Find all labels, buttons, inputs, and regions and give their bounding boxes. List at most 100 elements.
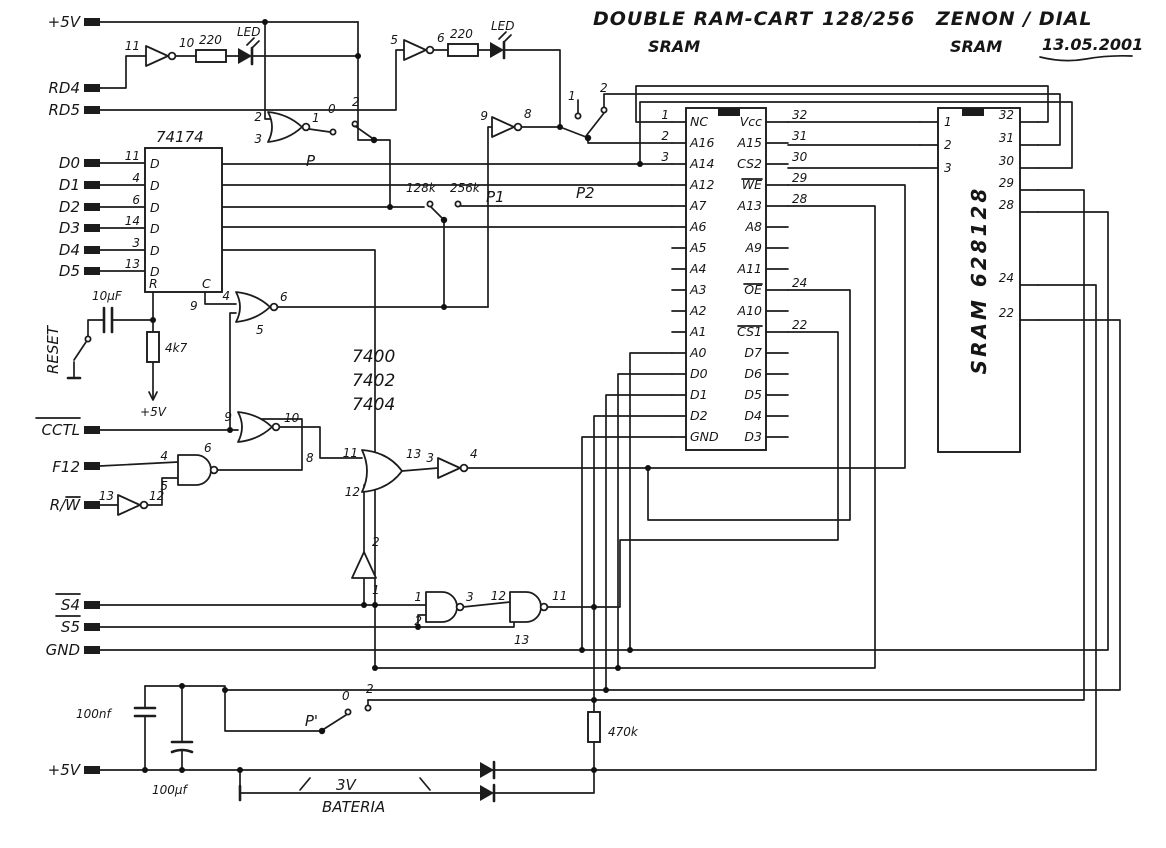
signal-5v-bottom: +5V <box>48 761 82 779</box>
gate-rc-out-pin: 6 <box>280 290 288 304</box>
ram-row-l: A7 <box>689 198 707 213</box>
nand1-out-pin: 3 <box>466 590 474 604</box>
ram-row-r: D3 <box>744 429 762 444</box>
resistor-220b <box>447 43 479 57</box>
ram-row-r: WE <box>742 177 762 192</box>
signal-reset: RESET <box>44 324 62 374</box>
ram-row-r: CS1 <box>737 324 762 339</box>
junction-dots <box>142 19 651 773</box>
switch-pprime-pos0: 0 <box>342 689 350 703</box>
battery-label: BATERIA <box>322 798 385 816</box>
ram-row-r: A11 <box>737 261 762 276</box>
ram-row-l: GND <box>690 429 719 444</box>
inverter-1 <box>145 45 177 67</box>
capacitor-100uf-label: 100µf <box>152 783 189 797</box>
gate-cctl-in-pin: 9 <box>224 410 232 424</box>
inverter-2 <box>403 39 435 61</box>
nand2-out-pin: 11 <box>552 589 567 603</box>
resistor-220a <box>195 49 227 63</box>
ic-ram-pinout <box>671 107 789 451</box>
ram-row-r: A10 <box>737 303 763 318</box>
ram-lnum: 3 <box>661 150 669 164</box>
ic-74174-label: 74174 <box>156 128 204 146</box>
ic74174-d: D <box>150 178 160 193</box>
switch-p-label: P <box>306 152 316 170</box>
ic-74174 <box>144 147 223 293</box>
ram-row-l: A1 <box>689 324 707 339</box>
ic74174-d: D <box>150 264 160 279</box>
gate-cctl-out-pin: 10 <box>284 411 300 425</box>
nor-gate-rc <box>235 291 279 323</box>
ram-row-l: A14 <box>689 156 715 171</box>
switch-p1-label: P1 <box>486 188 505 206</box>
gate-f12-out-pin: 6 <box>204 441 212 455</box>
buffer-bot-pin: 1 <box>372 583 380 597</box>
inv3-in-pin: 9 <box>480 109 488 123</box>
ram-row-r: OE <box>744 282 762 297</box>
sram-rnum: 32 <box>999 108 1014 122</box>
ram-row-r: A15 <box>737 135 763 150</box>
buffer-top-pin: 2 <box>372 535 380 549</box>
signal-cctl: CCTL <box>42 421 80 439</box>
inv4-in-pin: 13 <box>99 489 114 503</box>
ram-row-l: A5 <box>689 240 707 255</box>
edge-connectors <box>84 18 100 774</box>
ram-row-l: A12 <box>689 177 715 192</box>
diode-1-icon <box>480 760 496 780</box>
title-size: 128/256 <box>822 8 915 30</box>
inv4-out-pin: 12 <box>149 489 164 503</box>
switch-pprime-pos2: 2 <box>366 682 374 696</box>
ram-rnum: 31 <box>792 129 807 143</box>
ic74174-c: C <box>202 276 211 291</box>
nand2-in2-pin: 13 <box>514 633 529 647</box>
sram-rnum: 24 <box>999 271 1014 285</box>
gate-f12-in-pin: 4 <box>160 449 168 463</box>
nor-gate-p <box>267 111 311 143</box>
ram-row-l: D2 <box>690 408 708 423</box>
ram-row-l: A16 <box>689 135 715 150</box>
inv3-out-pin: 8 <box>524 107 532 121</box>
ram-row-r: A9 <box>744 240 762 255</box>
nand-gate-f12 <box>177 454 219 486</box>
series-7400: 7400 <box>352 347 395 367</box>
ic74174-d: D <box>150 221 160 236</box>
ic74174-d: D <box>150 200 160 215</box>
title-main: DOUBLE RAM-CART <box>593 8 814 30</box>
inv1-in-pin: 11 <box>125 39 140 53</box>
buffer-up <box>351 551 377 579</box>
nor-gate-cctl <box>237 411 281 443</box>
led-a-label: LED <box>237 25 261 39</box>
switch-pprime <box>344 704 372 716</box>
ram-row-r: D7 <box>744 345 762 360</box>
resistor-4k7 <box>146 331 160 363</box>
gate-cctl-in2-pin: 8 <box>306 451 314 465</box>
series-7402: 7402 <box>352 371 395 391</box>
ic74174-pin-d5: 13 <box>125 257 140 271</box>
or1-in2-pin: 12 <box>345 485 360 499</box>
ram-rnum: 28 <box>792 192 808 206</box>
capacitor-100uf <box>170 740 194 754</box>
signal-d2: D2 <box>59 198 80 216</box>
capacitor-100nf-label: 100nf <box>76 707 113 721</box>
author-sub: SRAM <box>950 37 1002 56</box>
signal-d3: D3 <box>59 219 80 237</box>
ic-sram-628128 <box>919 107 1039 453</box>
gate-rc-in-pin: 4 <box>222 289 230 303</box>
norP-out-pin: 1 <box>312 111 320 125</box>
resistor-220b-label: 220 <box>450 27 473 41</box>
inverter-5 <box>437 457 469 479</box>
sram-rnum: 30 <box>999 154 1015 168</box>
battery-terminal <box>238 777 431 802</box>
switch-p <box>329 120 373 139</box>
switch-p2-label: P2 <box>576 184 595 202</box>
date: 13.05.2001 <box>1042 35 1143 54</box>
battery-voltage: 3V <box>336 776 358 794</box>
inverter-4 <box>117 494 149 516</box>
ram-row-l: NC <box>690 114 708 129</box>
ic74174-pin-d1: 4 <box>132 171 140 185</box>
resistor-470k <box>587 711 601 743</box>
resistor-470k-label: 470k <box>608 725 639 739</box>
ram-row-l: A6 <box>689 219 707 234</box>
capacitor-10uf <box>102 306 114 334</box>
